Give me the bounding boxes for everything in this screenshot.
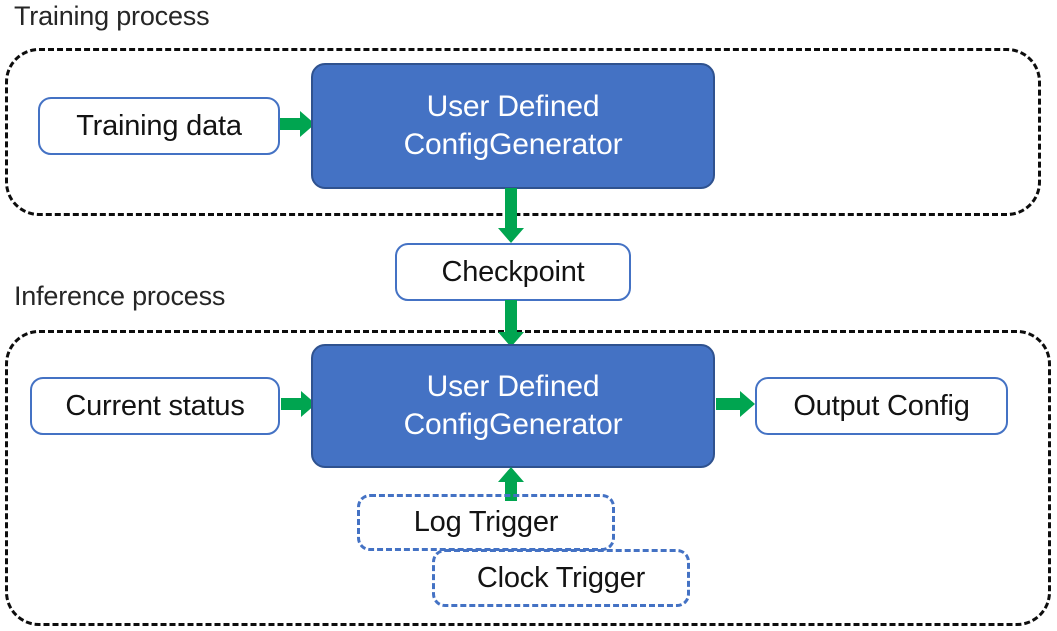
node-current-status[interactable]: Current status	[30, 377, 280, 435]
inference-process-group	[5, 330, 1051, 626]
node-log-trigger[interactable]: Log Trigger	[357, 494, 615, 551]
inference-process-title: Inference process	[14, 281, 226, 311]
node-user-defined-configgenerator-training[interactable]: User Defined ConfigGenerator	[311, 63, 715, 189]
node-checkpoint[interactable]: Checkpoint	[395, 243, 631, 301]
node-user-defined-configgenerator-inference[interactable]: User Defined ConfigGenerator	[311, 344, 715, 468]
arrow-checkpoint-to-generator	[497, 300, 525, 348]
generator-inference-line2: ConfigGenerator	[403, 408, 623, 441]
arrow-trigger-to-generator	[497, 467, 525, 501]
training-process-group	[5, 48, 1041, 216]
arrow-generator-to-checkpoint	[497, 188, 525, 244]
generator-inference-line1: User Defined	[426, 369, 600, 403]
generator-training-line1: User Defined	[426, 89, 600, 123]
arrow-training-data-to-generator	[280, 110, 316, 138]
generator-training-line2: ConfigGenerator	[403, 128, 623, 161]
node-clock-trigger[interactable]: Clock Trigger	[432, 549, 690, 607]
arrow-generator-to-output-config	[716, 390, 756, 418]
training-process-title: Training process	[14, 1, 210, 31]
node-output-config[interactable]: Output Config	[755, 377, 1008, 435]
node-training-data[interactable]: Training data	[38, 97, 280, 155]
arrow-current-status-to-generator	[281, 390, 317, 418]
